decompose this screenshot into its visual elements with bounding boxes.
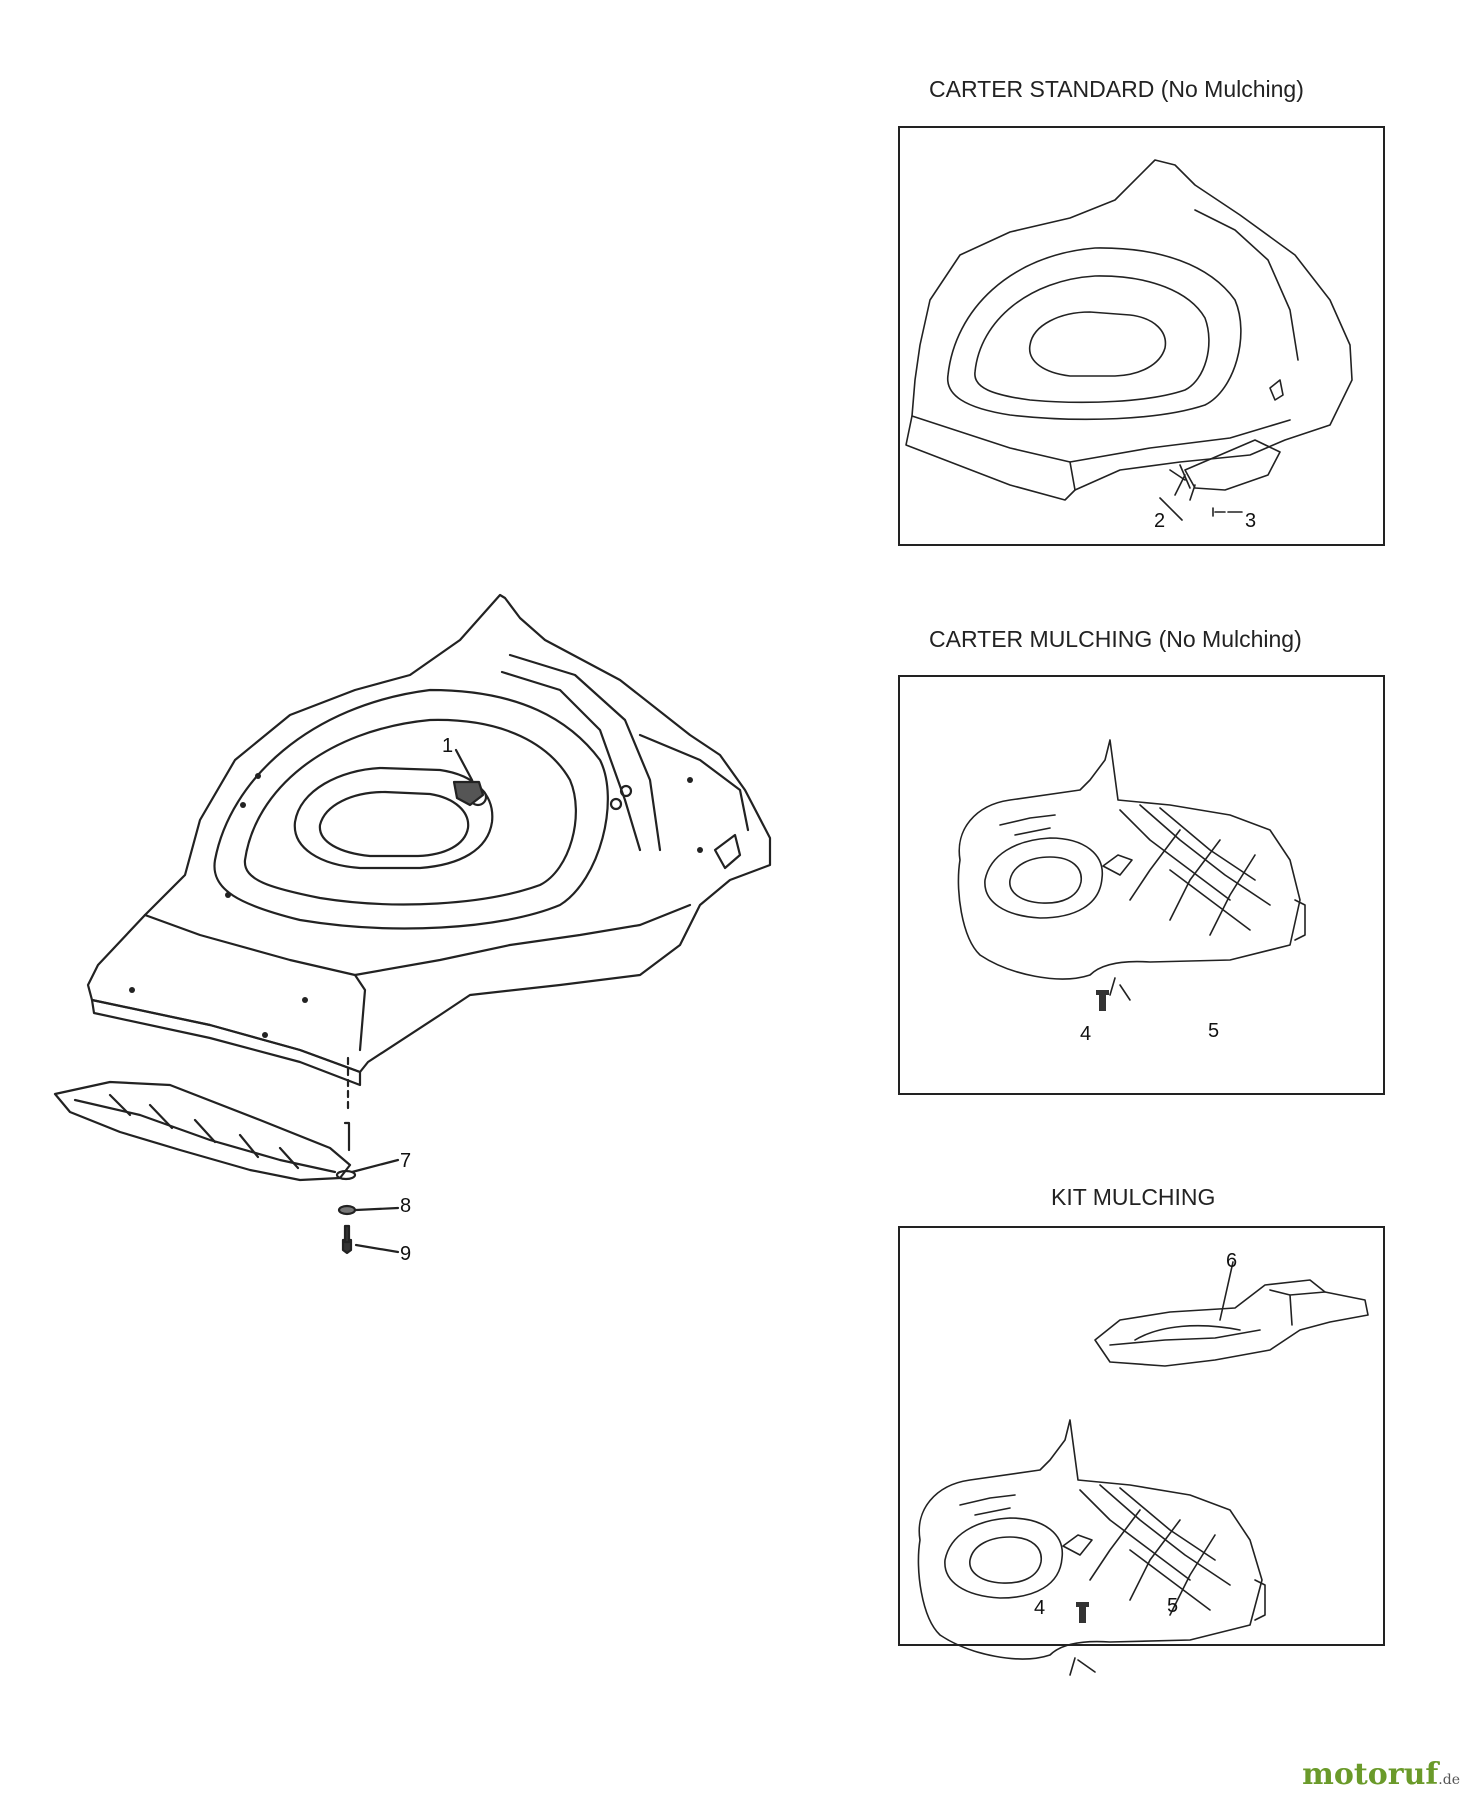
standard-deck-drawing: [905, 159, 1353, 521]
main-callouts: 1 7 8 9: [400, 735, 453, 1265]
front-deflector-drawing: [53, 748, 485, 1255]
callout-7: 7: [400, 1150, 411, 1172]
main-deck-rivets: [129, 773, 703, 1038]
panel-box-mulching: [898, 675, 1385, 1095]
callout-9: 9: [400, 1243, 411, 1265]
standard-callouts: 2 3: [1154, 510, 1256, 532]
panel-title-standard: CARTER STANDARD (No Mulching): [929, 76, 1304, 102]
callout-2: 2: [1154, 510, 1165, 532]
mulching-insert-drawing: [957, 739, 1306, 1001]
callout-4-mulching: 4: [1080, 1023, 1091, 1045]
mulching-callouts: 4 5: [1080, 1020, 1219, 1045]
kit-insert-drawing: [917, 1419, 1266, 1676]
mulching-screw: [1096, 990, 1109, 1011]
main-deck-drawing: [86, 593, 772, 1112]
panel-title-kit: KIT MULCHING: [1051, 1184, 1216, 1210]
kit-callouts: 6 4 5: [1034, 1250, 1237, 1619]
callout-8: 8: [400, 1195, 411, 1217]
kit-plug-drawing: [1094, 1261, 1369, 1367]
callout-4-kit: 4: [1034, 1597, 1045, 1619]
callout-6: 6: [1226, 1250, 1237, 1272]
callout-3: 3: [1245, 510, 1256, 532]
kit-screw: [1076, 1602, 1089, 1623]
watermark-logo: motoruf.de: [1302, 1757, 1460, 1792]
panel-title-mulching: CARTER MULCHING (No Mulching): [929, 626, 1302, 652]
callout-5-kit: 5: [1167, 1595, 1178, 1617]
callout-1: 1: [442, 735, 453, 757]
panel-box-standard: [898, 126, 1385, 546]
callout-5-mulching: 5: [1208, 1020, 1219, 1042]
